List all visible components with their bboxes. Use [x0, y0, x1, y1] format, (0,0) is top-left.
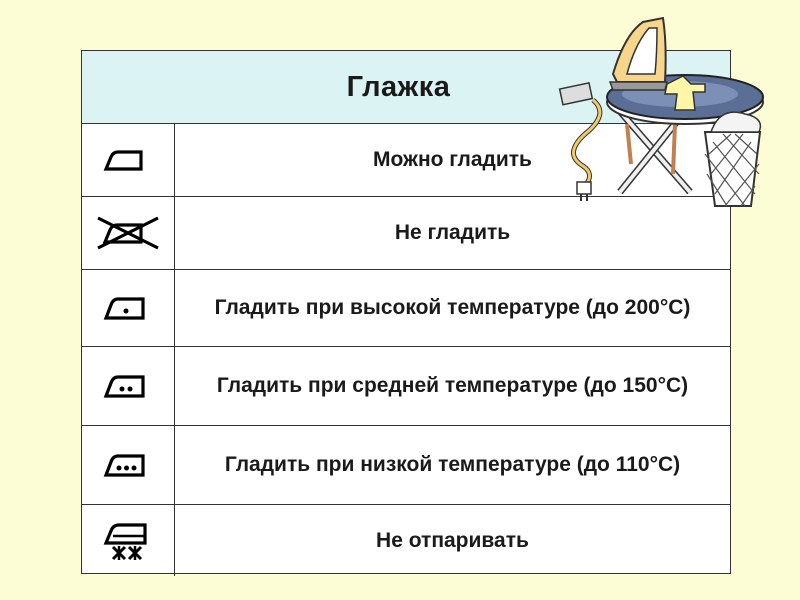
icon-cell: [82, 505, 175, 576]
row-label: Гладить при средней температуре (до 150°…: [216, 374, 689, 397]
row-label: Можно гладить: [373, 148, 532, 171]
icon-cell: [82, 270, 175, 346]
icon-cell: [82, 426, 175, 504]
table-row: Гладить при высокой температуре (до 200°…: [82, 270, 730, 347]
table-row: Гладить при низкой температуре (до 110°C…: [82, 426, 730, 505]
icon-cell: [82, 347, 175, 425]
row-label: Не отпаривать: [376, 528, 529, 552]
page-title: Глажка: [346, 70, 451, 103]
iron-icon: [103, 150, 143, 171]
table-row: Можно гладить: [82, 124, 730, 197]
icon-cell: [82, 124, 175, 196]
row-label: Гладить при низкой температуре (до 110°C…: [224, 453, 681, 476]
icon-cell: [82, 197, 175, 269]
row-label: Не гладить: [394, 221, 511, 244]
iron-three-dots-icon: [103, 454, 145, 477]
table-row: Гладить при средней температуре (до 150°…: [82, 347, 730, 426]
ironing-board-clipart: [558, 16, 764, 207]
iron-two-dots-icon: [103, 375, 145, 398]
iron-no-steam-icon: [103, 522, 147, 560]
ironing-care-table: Глажка Можно гладить Не гладить Гладить …: [81, 50, 731, 576]
row-label: Гладить при высокой температуре (до 200°…: [214, 296, 691, 319]
table-row: Не отпаривать: [82, 505, 730, 576]
iron-crossed-icon: [97, 216, 159, 250]
table-row: Не гладить: [82, 197, 730, 270]
iron-one-dot-icon: [103, 297, 145, 320]
